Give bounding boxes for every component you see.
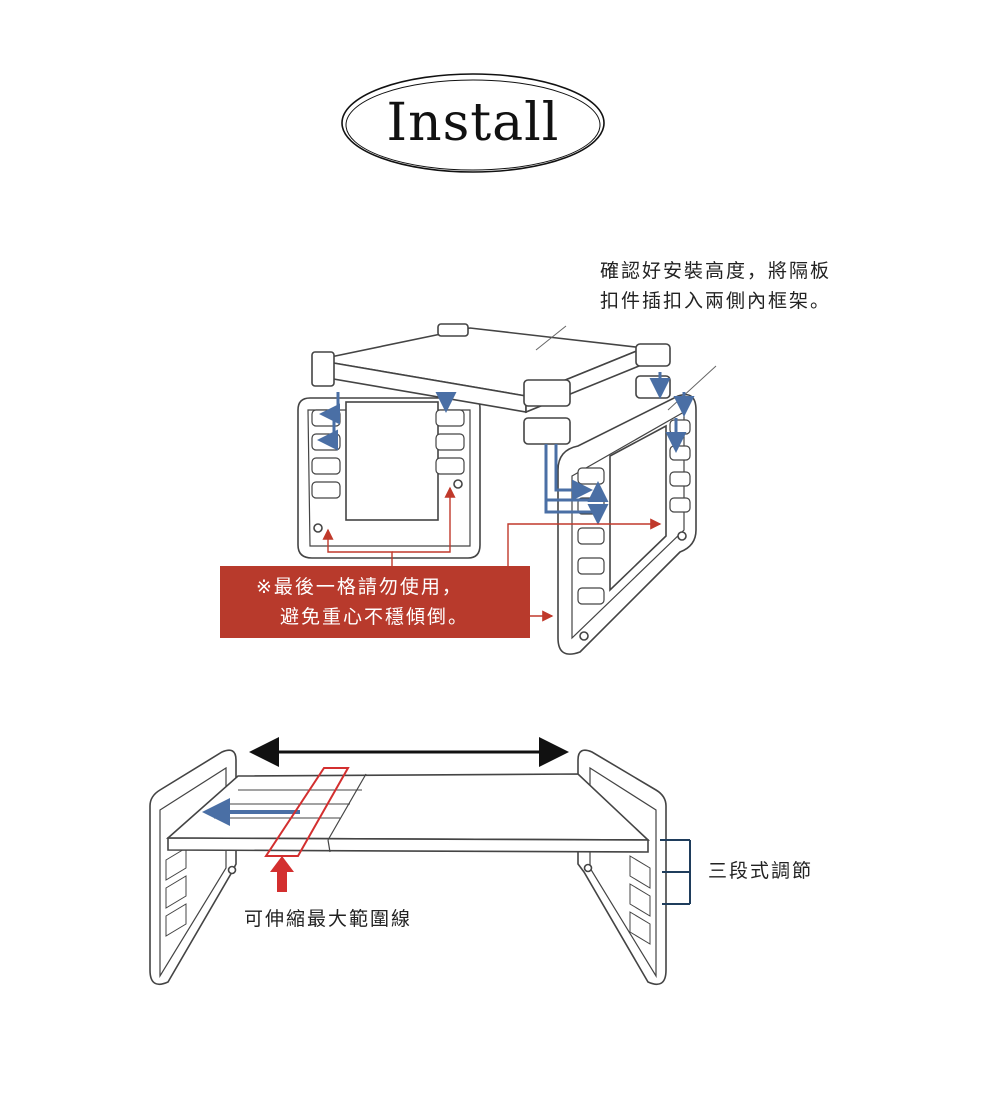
- insertion-arrows: [317, 372, 695, 525]
- extension-limit-box: [264, 767, 350, 857]
- page-title: Install: [386, 93, 560, 153]
- up-arrow-icon: [270, 856, 294, 892]
- top-assembly-diagram: [297, 323, 717, 655]
- warning-line-1: ※最後一格請勿使用，: [256, 576, 463, 598]
- install-note-line-1: 確認好安裝高度，將隔板: [600, 260, 832, 282]
- extension-limit-label: 可伸縮最大範圍線: [244, 908, 413, 930]
- warning-line-2: 避免重心不穩傾倒。: [280, 606, 470, 628]
- bottom-stand-diagram: [149, 749, 667, 986]
- left-side-frame: [297, 397, 481, 559]
- install-note: 確認好安裝高度，將隔板 扣件插扣入兩側內框架。: [600, 256, 831, 316]
- title-oval: [341, 73, 605, 173]
- warning-box: ※最後一格請勿使用， 避免重心不穩傾倒。: [220, 566, 530, 638]
- adjustment-bracket: [660, 839, 691, 905]
- bottom-left-frame: [149, 749, 237, 986]
- warning-pointers: [322, 486, 662, 622]
- title-badge: Install: [338, 70, 608, 176]
- install-note-line-2: 扣件插扣入兩側內框架。: [600, 290, 832, 312]
- shelf-board: [311, 323, 671, 445]
- adjustment-label: 三段式調節: [708, 860, 814, 882]
- bottom-right-frame: [577, 749, 667, 986]
